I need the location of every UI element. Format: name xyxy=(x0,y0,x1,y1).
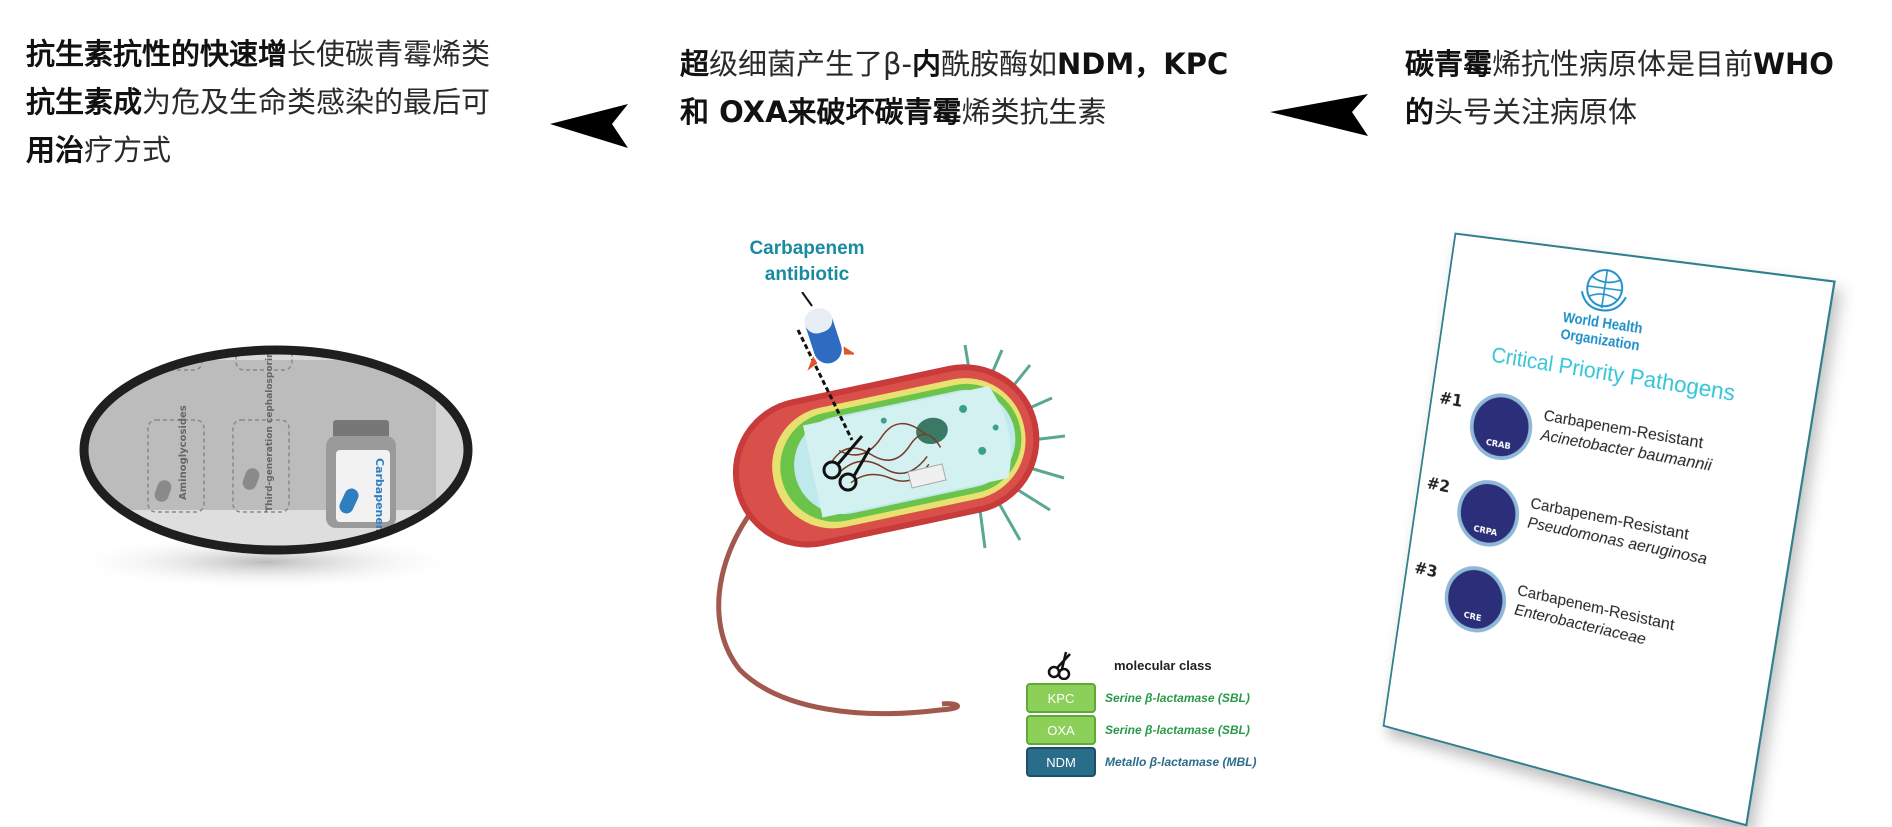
antibiotic-label: Carbapenem antibiotic xyxy=(712,236,902,288)
flow-arrow-icon xyxy=(550,92,650,152)
enzyme-class: Serine β-lactamase (SBL) xyxy=(1105,691,1250,705)
caption-text: 级细菌产生了β- xyxy=(709,47,912,81)
caption-text: 抗生素成 xyxy=(26,85,142,119)
caption-text: 疗方式 xyxy=(84,133,171,167)
caption-text: 碳青霉 xyxy=(1405,47,1492,81)
caption-text: 抗生素抗性的快速增 xyxy=(26,37,287,71)
who-org-name: World Health Organization xyxy=(1539,306,1665,358)
caption-text: 烯类抗生素 xyxy=(962,95,1107,129)
caption-text: 为危及生命类感染的最后可 xyxy=(142,85,490,119)
antibiotic-shelf-illustration: Aminoglycosides Third-generation cephalo… xyxy=(36,340,496,610)
caption-text: 的 xyxy=(1405,95,1434,129)
vial-label: Third-generation cephalosporins xyxy=(265,346,275,512)
antibiotic-label-line: Carbapenem xyxy=(712,236,902,262)
caption-text: 长使碳青霉烯类 xyxy=(287,37,490,71)
enzyme-badge: NDM xyxy=(1026,747,1096,777)
pathogen-name: Carbapenem-Resistant Pseudomonas aerugin… xyxy=(1526,494,1712,570)
pathogen-badge: CRE xyxy=(1440,560,1510,639)
legend-row-oxa: OXA Serine β-lactamase (SBL) xyxy=(1026,715,1250,745)
caption-text: WHO xyxy=(1753,47,1834,81)
enzyme-class: Serine β-lactamase (SBL) xyxy=(1105,723,1250,737)
pathogen-badge: CRPA xyxy=(1453,475,1524,553)
pathogen-name: Carbapenem-Resistant Enterobacteriaceae xyxy=(1513,581,1676,656)
caption-text: 酰胺酶如 xyxy=(941,47,1057,81)
legend-row-ndm: NDM Metallo β-lactamase (MBL) xyxy=(1026,747,1256,777)
who-emblem-icon xyxy=(1575,261,1634,316)
caption-text: 内 xyxy=(912,47,941,81)
legend-header: molecular class xyxy=(1114,658,1212,673)
caption-step-1: 抗生素抗性的快速增长使碳青霉烯类 抗生素成为危及生命类感染的最后可 用治疗方式 xyxy=(26,30,546,174)
caption-text: 和 OXA来破坏碳青霉 xyxy=(680,95,962,129)
caption-text: 用治 xyxy=(26,133,84,167)
priority-rank: #1 xyxy=(1438,389,1464,412)
pathogen-badge: CRAB xyxy=(1466,389,1537,466)
caption-text: NDM，KPC xyxy=(1057,47,1228,81)
caption-step-2: 超级细菌产生了β-内酰胺酶如NDM，KPC 和 OXA来破坏碳青霉烯类抗生素 xyxy=(680,40,1280,136)
enzyme-class: Metallo β-lactamase (MBL) xyxy=(1105,755,1256,769)
pathogen-abbr: CRAB xyxy=(1485,438,1511,452)
caption-text: 头号关注病原体 xyxy=(1434,95,1637,129)
caption-text: 超 xyxy=(680,47,709,81)
pathogen-abbr: CRE xyxy=(1463,611,1482,625)
priority-rank: #2 xyxy=(1426,474,1452,497)
caption-text: 烯抗性病原体是目前 xyxy=(1492,47,1753,81)
legend-row-kpc: KPC Serine β-lactamase (SBL) xyxy=(1026,683,1250,713)
pathogen-abbr: CRPA xyxy=(1473,524,1498,539)
caption-step-3: 碳青霉烯抗性病原体是目前WHO 的头号关注病原体 xyxy=(1405,40,1892,136)
enzyme-badge: OXA xyxy=(1026,715,1096,745)
priority-rank: #3 xyxy=(1413,559,1438,583)
antibiotic-capsule-icon xyxy=(794,292,854,384)
vial-label: Aminoglycosides xyxy=(178,405,189,500)
scissors-icon xyxy=(1046,650,1076,680)
bacterium-illustration xyxy=(680,290,1080,720)
pathogen-name: Carbapenem-Resistant Acinetobacter bauma… xyxy=(1539,407,1716,477)
who-card-wrapper: World Health Organization Critical Prior… xyxy=(1400,255,1790,780)
antibiotic-label-line: antibiotic xyxy=(712,262,902,288)
flow-arrow-icon xyxy=(1270,84,1370,144)
enzyme-badge: KPC xyxy=(1026,683,1096,713)
who-card: World Health Organization Critical Prior… xyxy=(1383,233,1836,827)
